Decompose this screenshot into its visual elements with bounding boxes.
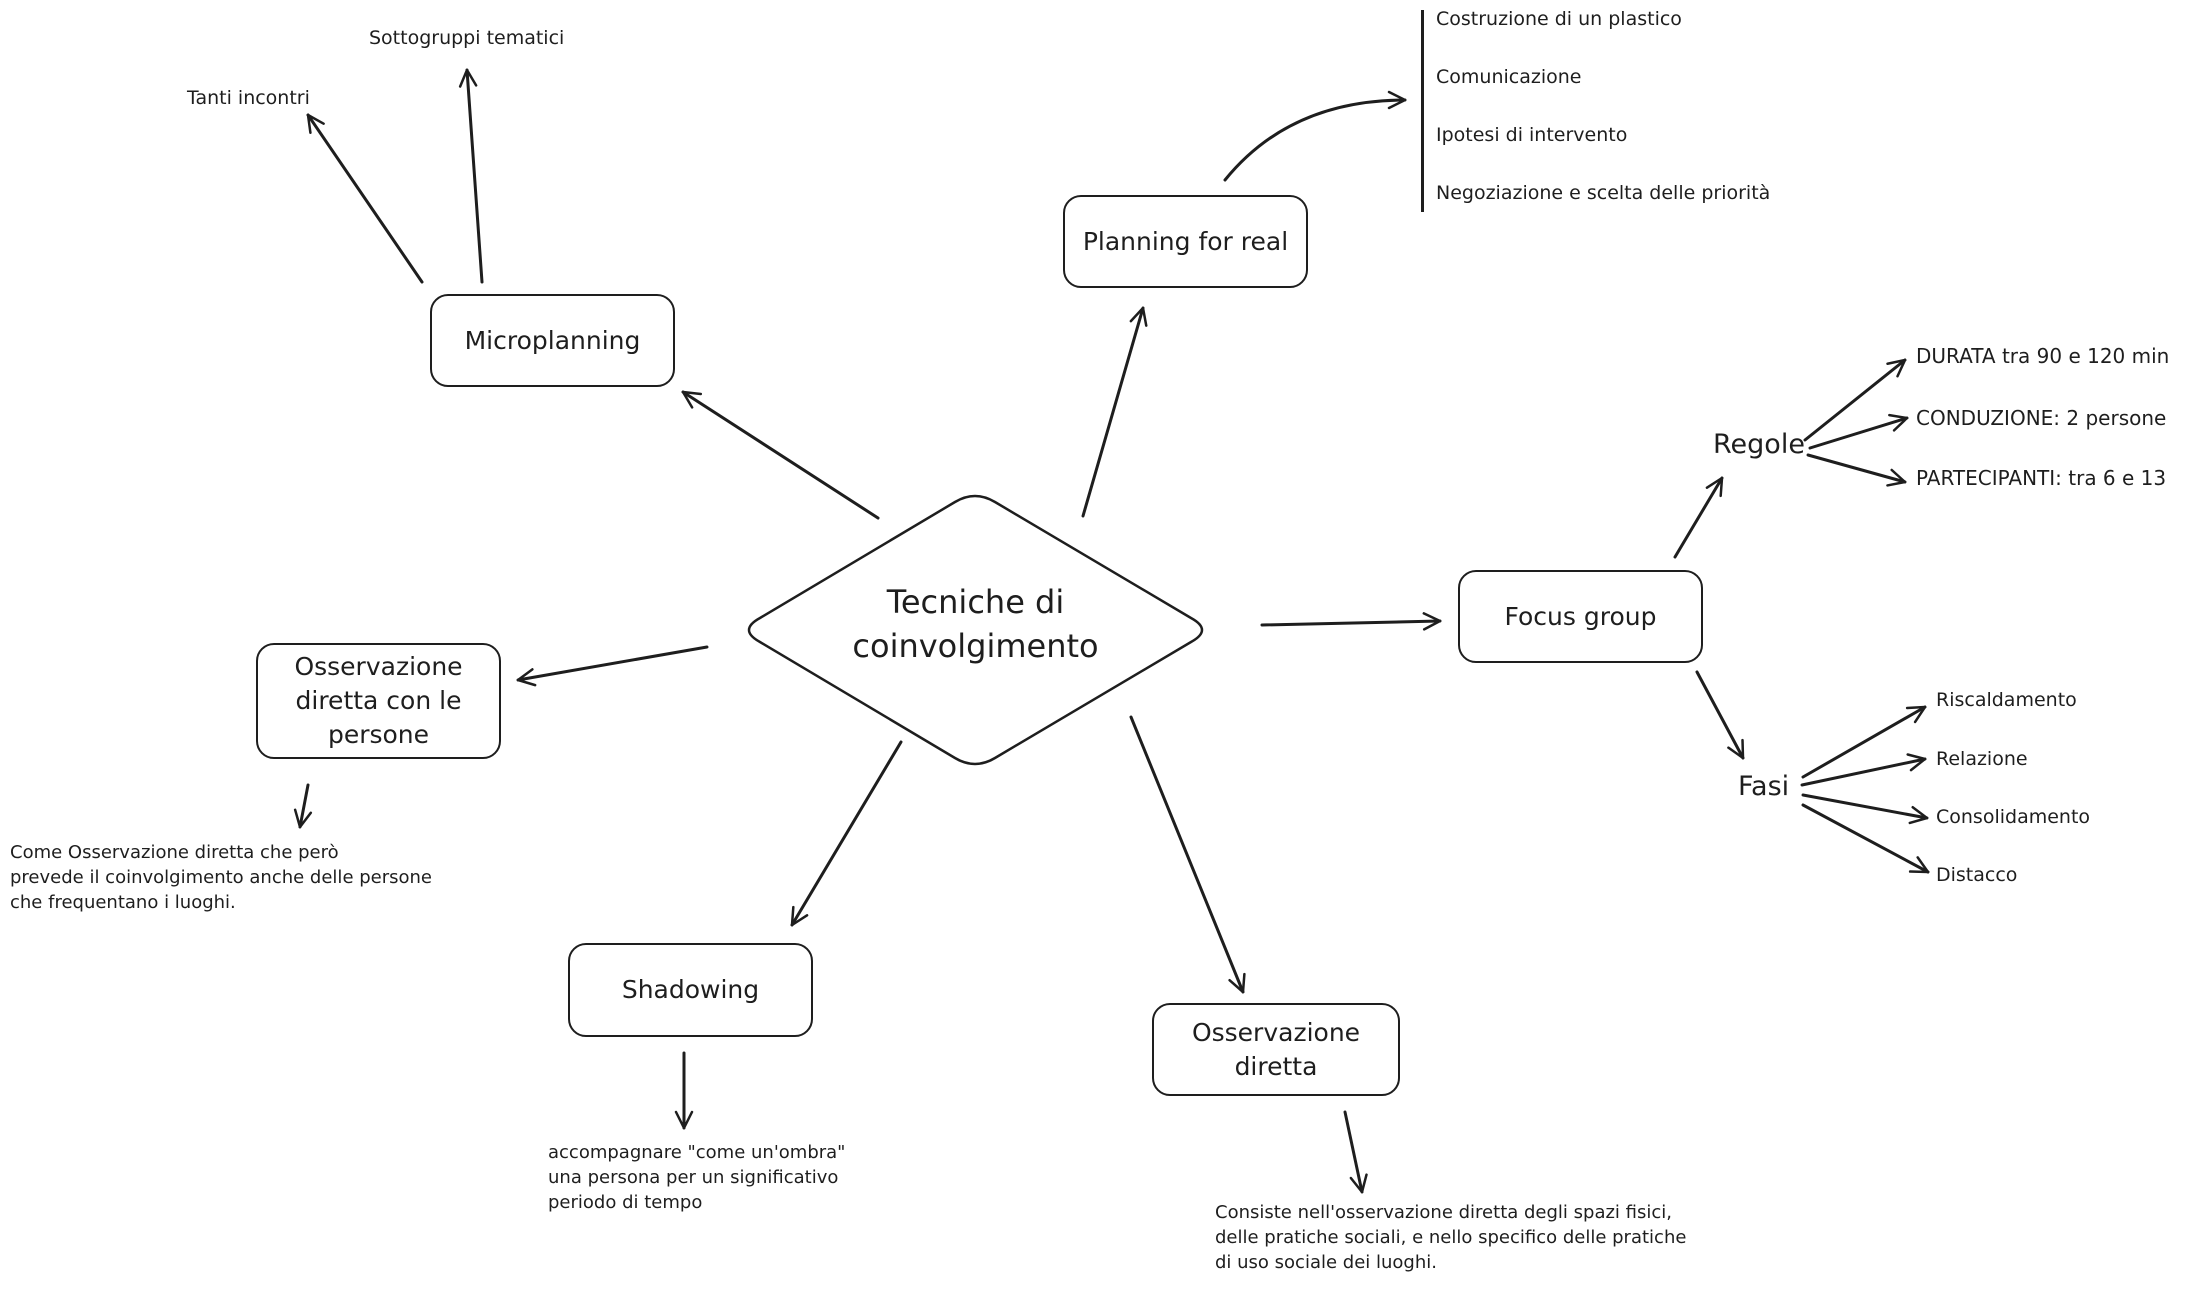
rule-item: CONDUZIONE: 2 persone (1916, 406, 2167, 430)
arrow-to-rule-durata (1803, 358, 1907, 442)
arrow-to-sottogruppi (458, 68, 484, 284)
list-item: Ipotesi di intervento (1436, 124, 1628, 146)
arrow-to-fasi (1695, 670, 1745, 760)
arrow-to-osservazione-persone (516, 645, 709, 687)
phase-item: Distacco (1936, 864, 2018, 886)
list-item: Negoziazione e scelta delle priorità (1436, 182, 1771, 204)
arrow-to-note-osservazione-diretta (1343, 1110, 1368, 1194)
phase-item: Consolidamento (1936, 806, 2091, 828)
node-osservazione-persone[interactable]: Osservazione diretta con le persone (256, 643, 501, 759)
node-planning-for-real[interactable]: Planning for real (1063, 195, 1308, 288)
label-sottogruppi-tematici: Sottogruppi tematici (369, 27, 565, 49)
arrow-to-focus-group (1260, 612, 1442, 631)
arrow-to-tanti-incontri (306, 113, 424, 284)
arrow-to-phase-consolidamento (1801, 793, 1929, 825)
arrow-to-planning-list (1223, 90, 1407, 182)
arrow-to-phase-distacco (1801, 803, 1930, 874)
note-shadowing: accompagnare "come un'ombra" una persona… (548, 1142, 846, 1213)
node-microplanning[interactable]: Microplanning (430, 294, 675, 387)
phase-item: Relazione (1936, 748, 2028, 770)
label-fasi: Fasi (1738, 771, 1790, 802)
arrow-to-microplanning (681, 390, 880, 520)
arrow-to-phase-relazione (1800, 753, 1927, 787)
central-topic: Tecniche di coinvolgimento (852, 583, 1099, 665)
node-osservazione-diretta[interactable]: Osservazione diretta (1152, 1003, 1400, 1096)
note-osservazione-persone: Come Osservazione diretta che però preve… (10, 842, 433, 913)
arrow-to-rule-partecipanti (1806, 453, 1907, 487)
list-item: Comunicazione (1436, 66, 1582, 88)
arrow-to-osservazione-diretta (1129, 715, 1246, 994)
list-item: Costruzione di un plastico (1436, 8, 1682, 30)
arrow-to-phase-riscaldamento (1801, 705, 1927, 779)
arrow-to-rule-conduzione (1808, 413, 1909, 450)
rule-item: DURATA tra 90 e 120 min (1916, 344, 2170, 368)
label-regole: Regole (1713, 429, 1805, 460)
arrow-to-regole (1673, 476, 1724, 559)
label-tanti-incontri: Tanti incontri (187, 87, 310, 109)
arrow-to-shadowing (790, 740, 903, 927)
phase-item: Riscaldamento (1936, 689, 2077, 711)
node-shadowing[interactable]: Shadowing (568, 943, 813, 1037)
rule-item: PARTECIPANTI: tra 6 e 13 (1916, 466, 2167, 490)
list-bracket (1421, 10, 1424, 212)
arrow-to-note-persone (293, 783, 313, 829)
central-diamond[interactable] (747, 494, 1204, 766)
note-osservazione-diretta: Consiste nell'osservazione diretta degli… (1215, 1202, 1687, 1273)
arrow-to-planning-for-real (1081, 306, 1148, 518)
node-focus-group[interactable]: Focus group (1458, 570, 1703, 663)
